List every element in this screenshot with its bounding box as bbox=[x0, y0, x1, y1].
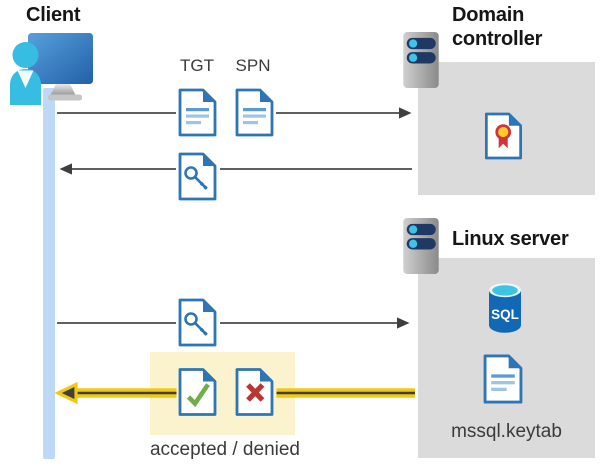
client-user-monitor-icon bbox=[10, 33, 93, 105]
domain-controller-server-icon bbox=[403, 31, 439, 89]
arrow-client-to-linux bbox=[57, 317, 410, 329]
keytab-label: mssql.keytab bbox=[451, 421, 562, 442]
spn-label: SPN bbox=[235, 56, 271, 75]
arrow-dc-to-client bbox=[59, 163, 412, 175]
client-timeline bbox=[43, 88, 55, 459]
linux-server-title: Linux server bbox=[452, 228, 569, 250]
tgt-label: TGT bbox=[180, 56, 214, 75]
key-document-icon bbox=[178, 298, 217, 347]
x-document-icon bbox=[235, 368, 274, 416]
certificate-document-icon bbox=[484, 112, 523, 160]
check-document-icon bbox=[178, 368, 217, 416]
accepted-denied-label: accepted / denied bbox=[149, 439, 300, 460]
sql-database-icon: SQL bbox=[489, 283, 521, 333]
domain-controller-title: Domain controller bbox=[452, 4, 543, 50]
client-title: Client bbox=[26, 4, 81, 26]
keytab-document-icon bbox=[483, 354, 523, 404]
tgt-document-icon bbox=[178, 88, 217, 137]
sql-badge-label: SQL bbox=[491, 307, 519, 322]
spn-document-icon bbox=[235, 88, 274, 137]
linux-server-icon bbox=[403, 217, 439, 275]
key-document-icon bbox=[178, 152, 217, 201]
